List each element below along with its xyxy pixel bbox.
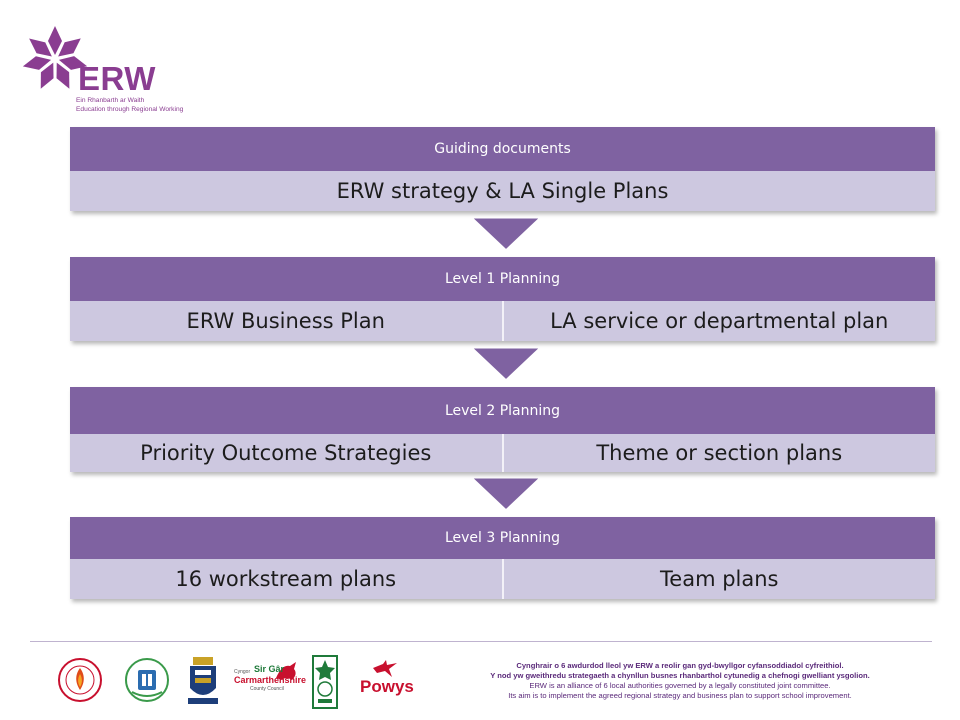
block-item: ERW strategy & LA Single Plans	[70, 171, 935, 211]
footer-welsh-line-2: Y nod yw gweithredu strategaeth a chynll…	[490, 671, 870, 680]
logo-tagline-welsh: Ein Rhanbarth ar Waith	[76, 97, 145, 104]
carmarthenshire-logo: Cyngor Sir Gâr Carmarthenshire County Co…	[234, 660, 306, 704]
block-item: Theme or section plans	[501, 434, 936, 472]
ceredigion-crest-icon	[188, 657, 218, 704]
down-arrow-icon	[468, 215, 544, 253]
red-kite-icon	[373, 660, 397, 677]
erw-logo: ERW Ein Rhanbarth ar Waith Education thr…	[20, 24, 200, 119]
logo-tagline-english: Education through Regional Working	[76, 106, 184, 113]
block-item: LA service or departmental plan	[501, 301, 936, 341]
footer-welsh-line-1: Cynghrair o 6 awdurdod lleol yw ERW a re…	[516, 661, 844, 670]
carmarthenshire-english-label: Carmarthenshire	[234, 675, 307, 685]
block-item: 16 workstream plans	[175, 567, 397, 591]
neath-port-talbot-crest-icon	[125, 658, 169, 702]
pembrokeshire-crest-icon	[312, 655, 338, 709]
block-header: Level 2 Planning	[70, 387, 935, 434]
footer-english-line-1: ERW is an alliance of 6 local authoritie…	[529, 681, 831, 690]
red-dragon-icon	[276, 662, 296, 680]
down-arrow-icon	[468, 345, 544, 383]
footer-alliance-text: Cynghrair o 6 awdurdod lleol yw ERW a re…	[470, 661, 890, 701]
powys-logo: Powys	[358, 660, 416, 704]
block-row: 16 workstream plans Team plans	[70, 559, 935, 599]
carmarthenshire-small-label: Cyngor	[234, 669, 251, 675]
carmarthenshire-sub-label: County Council	[250, 686, 284, 692]
block-row: ERW Business Plan LA service or departme…	[70, 301, 935, 341]
block-header: Level 1 Planning	[70, 257, 935, 301]
down-arrow-icon	[468, 475, 544, 513]
block-item: ERW Business Plan	[186, 309, 385, 333]
swansea-crest-icon	[58, 658, 102, 702]
level-3-planning-block: Level 3 Planning 16 workstream plans Tea…	[70, 517, 935, 599]
block-header: Guiding documents	[70, 127, 935, 171]
guiding-documents-block: Guiding documents ERW strategy & LA Sing…	[70, 127, 935, 211]
block-row: ERW strategy & LA Single Plans	[70, 171, 935, 211]
block-row: Priority Outcome Strategies Theme or sec…	[70, 434, 935, 472]
carmarthenshire-welsh-label: Sir Gâr	[254, 664, 285, 674]
block-item: Team plans	[501, 559, 936, 599]
logo-brand: ERW	[78, 60, 156, 97]
block-header: Level 3 Planning	[70, 517, 935, 559]
footer-english-line-2: Its aim is to implement the agreed regio…	[508, 691, 852, 700]
erw-flower-icon	[22, 26, 88, 89]
level-2-planning-block: Level 2 Planning Priority Outcome Strate…	[70, 387, 935, 472]
footer-divider	[30, 641, 932, 642]
powys-label: Powys	[360, 677, 414, 696]
level-1-planning-block: Level 1 Planning ERW Business Plan LA se…	[70, 257, 935, 341]
block-item: Priority Outcome Strategies	[140, 441, 432, 465]
